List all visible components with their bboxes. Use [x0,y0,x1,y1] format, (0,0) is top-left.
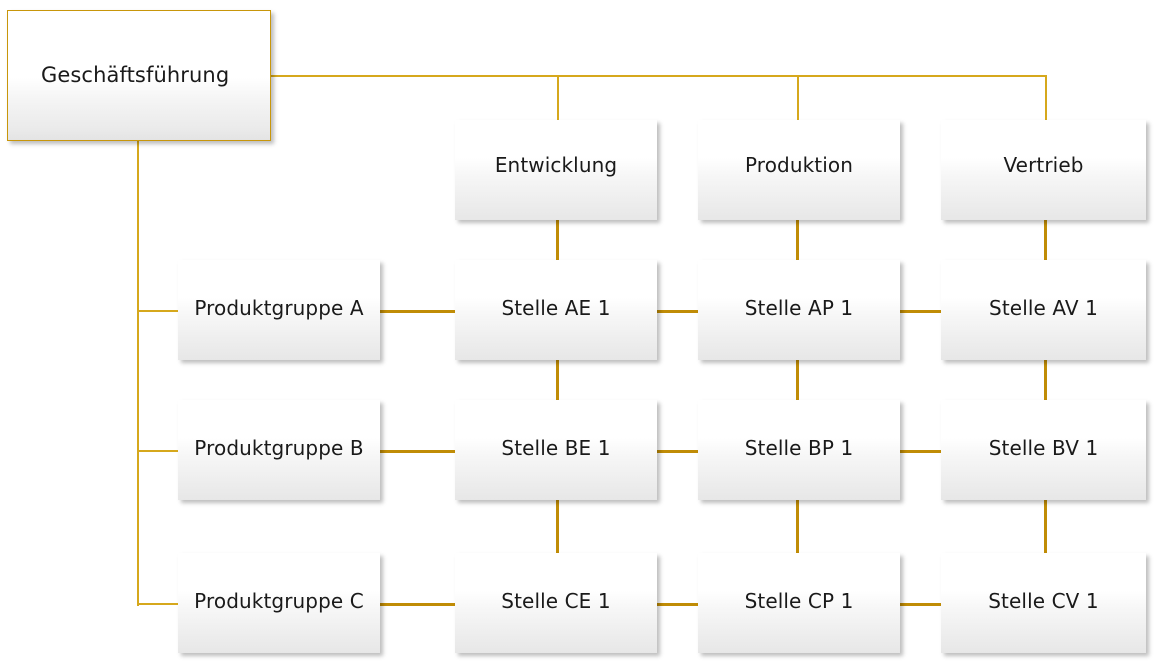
connector-root-bus [270,75,1047,77]
node-label: Produktion [745,153,853,177]
node-vertrieb[interactable]: Vertrieb [941,120,1146,220]
connector-pgb-to-be1 [380,450,456,453]
node-label: Produktgruppe A [194,296,364,320]
node-label: Stelle AV 1 [989,296,1098,320]
connector-bus-to-vertrieb [1045,75,1047,121]
node-label: Stelle CP 1 [744,589,854,613]
connector-vertrieb-to-av1 [1044,220,1047,260]
connector-bv1-to-cv1 [1044,500,1047,553]
connector-be1-to-ce1 [556,500,559,553]
node-entwicklung[interactable]: Entwicklung [455,120,657,220]
connector-be1-to-bp1 [656,450,699,453]
node-label: Stelle BV 1 [988,436,1099,460]
node-label: Produktgruppe B [194,436,364,460]
connector-bus-to-entwicklung [557,75,559,121]
node-label: Entwicklung [494,153,618,177]
connector-ae1-to-ap1 [656,310,699,313]
connector-pgc-to-ce1 [380,603,456,606]
node-stelle-ap-1[interactable]: Stelle AP 1 [698,260,900,360]
node-produktgruppe-c[interactable]: Produktgruppe C [178,553,380,653]
connector-ap1-to-av1 [899,310,942,313]
node-produktgruppe-a[interactable]: Produktgruppe A [178,260,380,360]
connector-bp1-to-cp1 [796,500,799,553]
connector-ap1-to-bp1 [796,360,799,400]
connector-ae1-to-be1 [556,360,559,400]
node-geschaeftsfuehrung[interactable]: Geschäftsführung [7,10,271,141]
connector-cp1-to-cv1 [899,603,942,606]
connector-produktion-to-ap1 [796,220,799,260]
node-label: Stelle AE 1 [501,296,611,320]
connector-spine-to-produktgruppe-b [137,450,180,452]
connector-spine-to-produktgruppe-c [137,603,180,605]
node-label: Geschäftsführung [41,63,230,87]
node-produktgruppe-b[interactable]: Produktgruppe B [178,400,380,500]
node-label: Stelle AP 1 [744,296,854,320]
connector-entwicklung-to-ae1 [556,220,559,260]
connector-bp1-to-bv1 [899,450,942,453]
node-stelle-cp-1[interactable]: Stelle CP 1 [698,553,900,653]
node-stelle-av-1[interactable]: Stelle AV 1 [941,260,1146,360]
node-label: Stelle CE 1 [501,589,611,613]
node-label: Vertrieb [1003,153,1084,177]
node-produktion[interactable]: Produktion [698,120,900,220]
node-stelle-ce-1[interactable]: Stelle CE 1 [455,553,657,653]
node-label: Stelle BP 1 [744,436,854,460]
node-label: Produktgruppe C [194,589,364,613]
node-stelle-cv-1[interactable]: Stelle CV 1 [941,553,1146,653]
node-stelle-bv-1[interactable]: Stelle BV 1 [941,400,1146,500]
connector-root-spine [137,140,139,606]
connector-av1-to-bv1 [1044,360,1047,400]
connector-ce1-to-cp1 [656,603,699,606]
node-label: Stelle BE 1 [501,436,611,460]
node-label: Stelle CV 1 [988,589,1099,613]
node-stelle-be-1[interactable]: Stelle BE 1 [455,400,657,500]
connector-spine-to-produktgruppe-a [137,310,180,312]
node-stelle-bp-1[interactable]: Stelle BP 1 [698,400,900,500]
connector-bus-to-produktion [797,75,799,121]
connector-pga-to-ae1 [380,310,456,313]
node-stelle-ae-1[interactable]: Stelle AE 1 [455,260,657,360]
